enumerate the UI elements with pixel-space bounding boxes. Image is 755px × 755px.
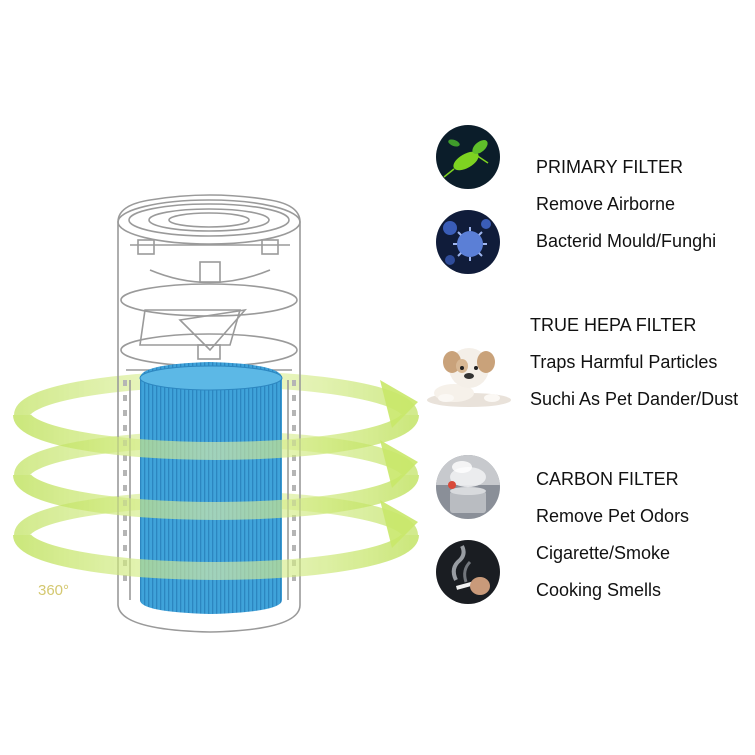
carbon-filter-line-3: Cooking Smells	[536, 580, 662, 600]
primary-filter-line-1: Remove Airborne	[536, 194, 676, 214]
puppy-icon	[414, 338, 524, 413]
hepa-filter-line-1: Traps Harmful Particles	[530, 352, 718, 372]
hepa-filter-line-2: Suchi As Pet Dander/Dust	[530, 389, 739, 409]
primary-filter-heading: PRIMARY FILTER	[536, 157, 684, 177]
hepa-filter-heading: TRUE HEPA FILTER	[530, 315, 697, 335]
air-purifier-illustration	[13, 194, 419, 633]
carbon-filter-line-2: Cigarette/Smoke	[536, 543, 671, 563]
primary-filter-line-2: Bacterid Mould/Funghi	[536, 231, 717, 251]
carbon-filter-line-1: Remove Pet Odors	[536, 506, 690, 526]
cigarette-smoke-icon	[436, 540, 500, 604]
cooking-steam-icon	[436, 455, 500, 519]
virus-icon	[436, 210, 500, 274]
airflow-rings-front	[13, 413, 419, 580]
rotation-label: 360°	[38, 582, 70, 599]
airflow-arrowheads	[380, 380, 418, 548]
carbon-filter-heading: CARBON FILTER	[536, 469, 679, 489]
bacteria-icon	[436, 125, 500, 189]
hepa-filter-cartridge	[139, 362, 283, 614]
